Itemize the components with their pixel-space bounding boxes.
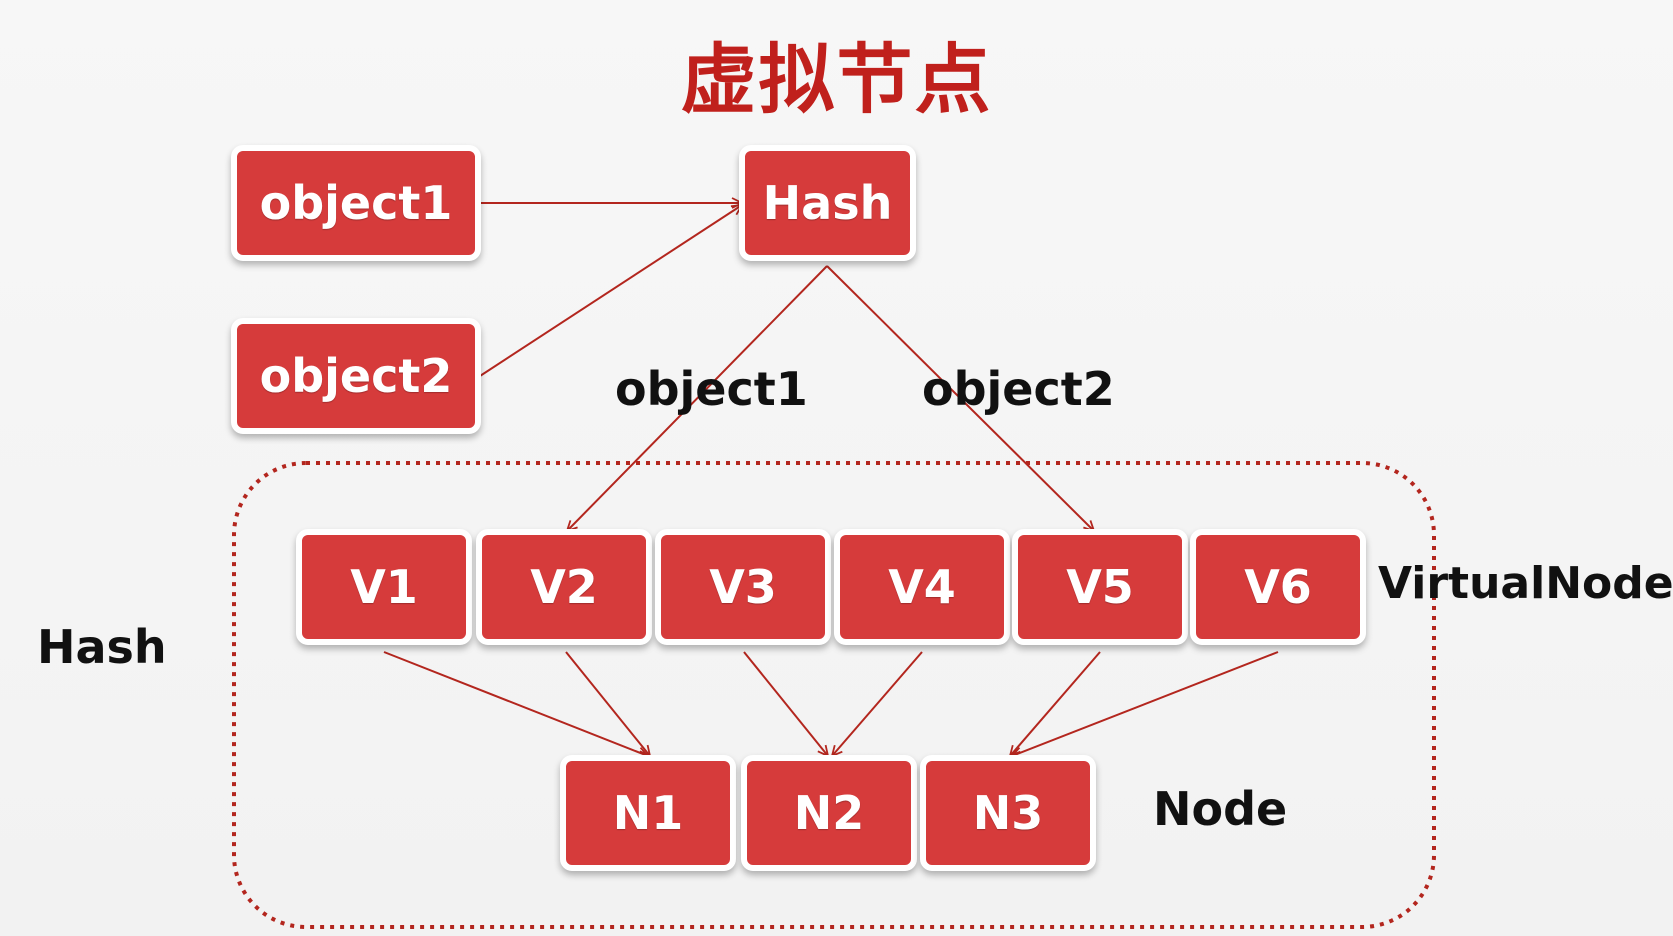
virtual-node-row-label: VirtualNode — [1378, 558, 1673, 609]
physical-node-n3: N3 — [920, 755, 1096, 871]
object1-node-label: object1 — [259, 176, 453, 230]
physical-node-label: N1 — [612, 786, 684, 840]
virtual-node-label: V2 — [530, 560, 598, 614]
hash-node-label: Hash — [762, 176, 893, 230]
edge-v1-n1 — [383, 651, 648, 756]
virtual-node-label: V4 — [888, 560, 956, 614]
virtual-node-v1: V1 — [296, 529, 472, 645]
hash-node: Hash — [739, 145, 916, 261]
edge-v3-n2 — [743, 651, 828, 756]
virtual-node-label: V3 — [709, 560, 777, 614]
physical-node-label: N2 — [793, 786, 865, 840]
object2-node-label: object2 — [259, 349, 453, 403]
route-label-object2: object2 — [922, 362, 1115, 416]
virtual-node-label: V6 — [1244, 560, 1312, 614]
edge-hash-v2 — [567, 265, 828, 531]
physical-node-n2: N2 — [741, 755, 917, 871]
hash-ring-region — [232, 461, 1436, 929]
virtual-node-v2: V2 — [476, 529, 652, 645]
node-row-label: Node — [1153, 782, 1288, 836]
virtual-node-v4: V4 — [834, 529, 1010, 645]
virtual-node-label: V1 — [350, 560, 418, 614]
edge-hash-v5 — [826, 265, 1094, 531]
hash-ring-label: Hash — [37, 620, 167, 674]
edge-v5-n3 — [1010, 651, 1101, 756]
physical-node-label: N3 — [972, 786, 1044, 840]
virtual-node-label: V5 — [1066, 560, 1134, 614]
edge-v6-n3 — [1012, 651, 1279, 756]
slide-title: 虚拟节点 — [680, 35, 993, 124]
virtual-node-v3: V3 — [655, 529, 831, 645]
physical-node-n1: N1 — [560, 755, 736, 871]
edge-v2-n1 — [565, 651, 650, 756]
virtual-node-v5: V5 — [1012, 529, 1188, 645]
object1-node: object1 — [231, 145, 481, 261]
edge-v4-n2 — [832, 651, 923, 756]
edge-object2-hash — [479, 205, 742, 377]
route-label-object1: object1 — [615, 362, 808, 416]
object2-node: object2 — [231, 318, 481, 434]
virtual-node-v6: V6 — [1190, 529, 1366, 645]
